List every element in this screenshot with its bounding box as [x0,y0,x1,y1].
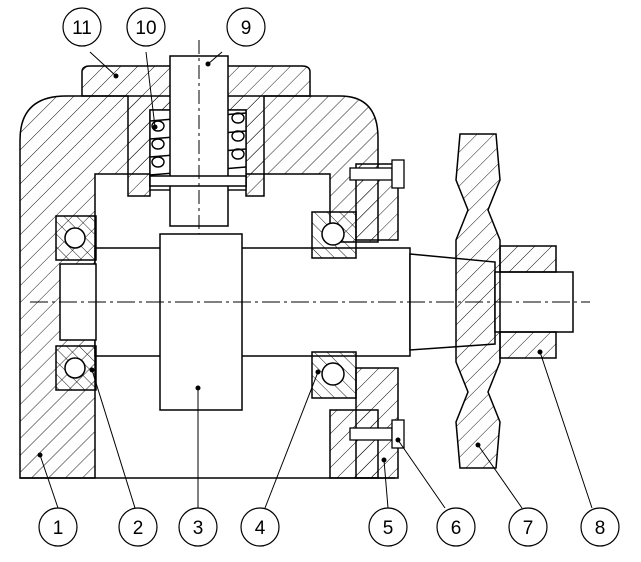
callout-5: 5 [368,507,408,547]
svg-text:11: 11 [72,18,92,39]
svg-text:1: 1 [53,518,64,539]
cam [159,233,243,411]
leader-lines [37,51,593,509]
svg-text:3: 3 [193,518,204,539]
end-cover [355,163,399,479]
svg-text:4: 4 [255,518,266,539]
callout-7: 7 [508,507,548,547]
callout-8: 8 [580,507,620,547]
callout-3: 3 [178,507,218,547]
svg-text:2: 2 [133,518,144,539]
callout-6: 6 [436,507,476,547]
callout-9: 9 [226,7,266,47]
right-bearing [311,211,357,399]
pulley [455,133,501,469]
left-bearing [55,215,97,391]
plunger-pin [149,40,247,240]
svg-text:5: 5 [383,518,394,539]
callout-1: 1 [38,507,78,547]
screws [349,159,405,449]
callout-4: 4 [240,507,280,547]
callout-10: 10 [126,7,166,47]
svg-text:6: 6 [451,518,462,539]
svg-text:9: 9 [241,18,252,39]
svg-text:7: 7 [523,518,534,539]
callout-2: 2 [118,507,158,547]
svg-text:8: 8 [595,518,606,539]
svg-text:10: 10 [135,18,156,39]
nut [499,245,557,359]
callout-11: 11 [62,7,102,47]
